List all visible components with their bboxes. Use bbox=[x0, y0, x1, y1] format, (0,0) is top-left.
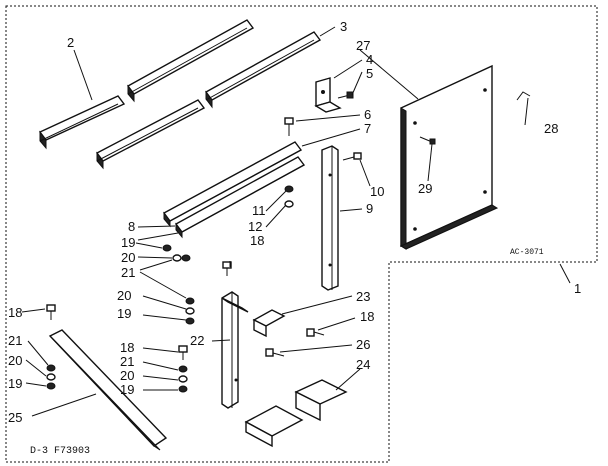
callout-11: 11 bbox=[252, 203, 266, 218]
callout-10: 10 bbox=[370, 184, 384, 199]
callout-26: 26 bbox=[356, 337, 370, 352]
reference-code: AC-3071 bbox=[510, 248, 544, 257]
callout-19b: 19 bbox=[117, 306, 131, 321]
callout-21b: 21 bbox=[8, 333, 22, 348]
callout-7: 7 bbox=[364, 121, 371, 136]
callout-29: 29 bbox=[418, 181, 432, 196]
fastener-stack-center bbox=[178, 345, 188, 393]
callout-20d: 20 bbox=[120, 368, 134, 383]
callout-19c: 19 bbox=[8, 376, 22, 391]
callout-23: 23 bbox=[356, 289, 370, 304]
screw-part-6 bbox=[284, 117, 294, 136]
rail-part-3 bbox=[126, 19, 322, 109]
post-part-9 bbox=[321, 145, 339, 291]
callout-1: 1 bbox=[574, 281, 581, 296]
callout-24: 24 bbox=[356, 357, 370, 372]
callout-28: 28 bbox=[544, 121, 558, 136]
foot-part-24 bbox=[244, 379, 348, 448]
callout-19d: 19 bbox=[120, 382, 134, 397]
rail-part-8 bbox=[174, 156, 306, 239]
callout-9: 9 bbox=[366, 201, 373, 216]
callout-3: 3 bbox=[340, 19, 347, 34]
fasteners-part-11-12 bbox=[284, 185, 294, 208]
callout-19a: 19 bbox=[121, 235, 135, 250]
callout-8: 8 bbox=[128, 219, 135, 234]
screw-part-5 bbox=[337, 91, 354, 99]
callout-25: 25 bbox=[8, 410, 22, 425]
callout-20a: 20 bbox=[121, 250, 135, 265]
callout-4: 4 bbox=[366, 52, 373, 67]
callout-20b: 20 bbox=[117, 288, 131, 303]
rail-part-2 bbox=[38, 95, 206, 170]
callout-2: 2 bbox=[67, 35, 74, 50]
leader-lines bbox=[21, 26, 571, 417]
callout-5: 5 bbox=[366, 66, 373, 81]
bracket-part-4 bbox=[314, 77, 342, 113]
bracket-part-22 bbox=[221, 291, 249, 409]
diagram-boundary bbox=[5, 5, 598, 463]
callout-18c: 18 bbox=[8, 305, 22, 320]
callout-18d: 18 bbox=[120, 340, 134, 355]
callout-6: 6 bbox=[364, 107, 371, 122]
callout-22: 22 bbox=[190, 333, 204, 348]
bracket-part-23 bbox=[252, 309, 286, 338]
screw-part-29 bbox=[419, 136, 436, 145]
panel-part-27 bbox=[399, 64, 499, 250]
callout-21a: 21 bbox=[121, 265, 135, 280]
fastener-stack-upper bbox=[162, 244, 232, 325]
screw-part-10 bbox=[342, 152, 362, 161]
callout-18a: 18 bbox=[250, 233, 264, 248]
screw-part-26 bbox=[265, 348, 285, 357]
callout-20c: 20 bbox=[8, 353, 22, 368]
screw-part-18-upper bbox=[306, 328, 325, 337]
rail-part-7 bbox=[162, 141, 303, 228]
callout-18b: 18 bbox=[360, 309, 374, 324]
callout-12: 12 bbox=[248, 219, 262, 234]
clip-part-28 bbox=[516, 91, 531, 101]
callout-27: 27 bbox=[356, 38, 370, 53]
fastener-stack-left bbox=[46, 304, 56, 390]
callout-21c: 21 bbox=[120, 354, 134, 369]
drawing-code: D-3 F73903 bbox=[30, 446, 90, 457]
leg-part-25 bbox=[48, 329, 168, 451]
